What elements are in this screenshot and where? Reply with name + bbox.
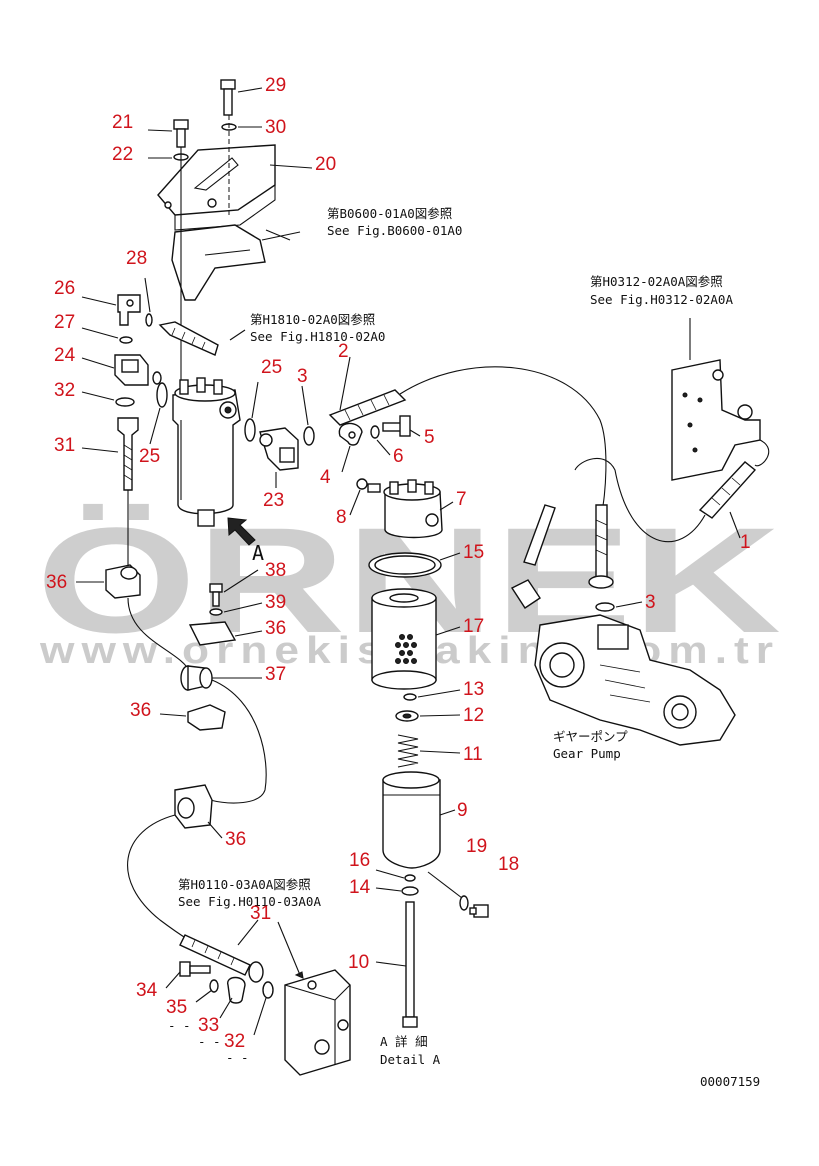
part-label-37: 37 xyxy=(265,664,286,685)
part-label-28: 28 xyxy=(126,248,147,269)
part-label-29: 29 xyxy=(265,75,286,96)
sensor-group xyxy=(105,294,191,673)
ref-h1810-en: See Fig.H1810-02A0 xyxy=(250,329,385,344)
gear-pump-en: Gear Pump xyxy=(553,746,621,761)
part-label-39: 39 xyxy=(265,592,286,613)
ref-h0312-jp: 第H0312-02A0A図参照 xyxy=(590,274,723,289)
part-label-7: 7 xyxy=(456,489,467,510)
part-labels: 1 2 3 3 4 5 6 7 8 9 10 11 12 13 14 15 16… xyxy=(46,75,751,1052)
filter-element-stack xyxy=(356,478,489,1028)
part-label-17: 17 xyxy=(463,616,484,637)
part-label-11: 11 xyxy=(463,744,483,765)
part-label-31-lower: 31 xyxy=(250,903,271,924)
part-label-10: 10 xyxy=(348,952,369,973)
dash-marker-3: - - xyxy=(226,1050,249,1065)
part-label-15: 15 xyxy=(463,542,484,563)
part-label-5: 5 xyxy=(424,427,435,448)
part-label-36-lower: 36 xyxy=(225,829,246,850)
part-label-31-upper: 31 xyxy=(54,435,75,456)
part-label-30: 30 xyxy=(265,117,286,138)
part-label-2: 2 xyxy=(338,341,349,362)
part-label-26: 26 xyxy=(54,278,75,299)
detail-a-en: Detail A xyxy=(380,1052,441,1067)
leader-lines xyxy=(76,87,741,1036)
part-label-4: 4 xyxy=(320,467,331,488)
filter-housing xyxy=(158,321,315,546)
part-label-24: 24 xyxy=(54,345,76,366)
bracket-assembly xyxy=(157,79,301,420)
part-label-9: 9 xyxy=(457,800,468,821)
part-label-1: 1 xyxy=(740,532,751,553)
detail-a-jp: A 詳 細 xyxy=(380,1034,428,1049)
reference-notes: 第B0600-01A0図参照 See Fig.B0600-01A0 第H1810… xyxy=(168,206,760,1089)
ref-h0110-jp: 第H0110-03A0A図参照 xyxy=(178,877,311,892)
ref-h1810-jp: 第H1810-02A0図参照 xyxy=(250,312,375,327)
part-label-27: 27 xyxy=(54,312,75,333)
part-label-35: 35 xyxy=(166,997,187,1018)
part-label-3-pump: 3 xyxy=(645,592,656,613)
part-label-38: 38 xyxy=(265,560,286,581)
lower-harness xyxy=(127,583,351,1076)
ref-h0110-en: See Fig.H0110-03A0A xyxy=(178,894,321,909)
ref-b0600-en: See Fig.B0600-01A0 xyxy=(327,223,462,238)
hose-and-bolts xyxy=(328,366,607,511)
part-label-16: 16 xyxy=(349,850,370,871)
drawing-number: 00007159 xyxy=(700,1074,760,1089)
ref-h0312-en: See Fig.H0312-02A0A xyxy=(590,292,733,307)
dash-marker-2: - - xyxy=(198,1034,221,1049)
part-label-36-mid: 36 xyxy=(265,618,286,639)
view-a-marker: A xyxy=(252,541,264,565)
part-label-36-left: 36 xyxy=(46,572,67,593)
part-label-18: 18 xyxy=(498,854,519,875)
part-label-19: 19 xyxy=(466,836,487,857)
part-label-6: 6 xyxy=(393,446,404,467)
part-label-23: 23 xyxy=(263,490,284,511)
part-label-25-left: 25 xyxy=(139,446,160,467)
part-label-21: 21 xyxy=(112,112,133,133)
part-label-25-right: 25 xyxy=(261,357,282,378)
ref-b0600-jp: 第B0600-01A0図参照 xyxy=(327,206,452,221)
dash-marker-1: - - xyxy=(168,1018,191,1033)
part-label-20: 20 xyxy=(315,154,336,175)
part-label-3-upper: 3 xyxy=(297,366,308,387)
right-bracket-and-pump xyxy=(510,359,770,746)
part-label-36-clamp: 36 xyxy=(130,700,151,721)
part-label-12: 12 xyxy=(463,705,484,726)
gear-pump-jp: ギヤーポンプ xyxy=(553,729,628,744)
part-label-14: 14 xyxy=(349,877,371,898)
part-label-33: 33 xyxy=(198,1015,219,1036)
part-label-22: 22 xyxy=(112,144,133,165)
part-label-34: 34 xyxy=(136,980,158,1001)
part-label-13: 13 xyxy=(463,679,484,700)
part-label-32-upper: 32 xyxy=(54,380,75,401)
part-label-32-lower: 32 xyxy=(224,1031,245,1052)
part-label-8: 8 xyxy=(336,507,347,528)
